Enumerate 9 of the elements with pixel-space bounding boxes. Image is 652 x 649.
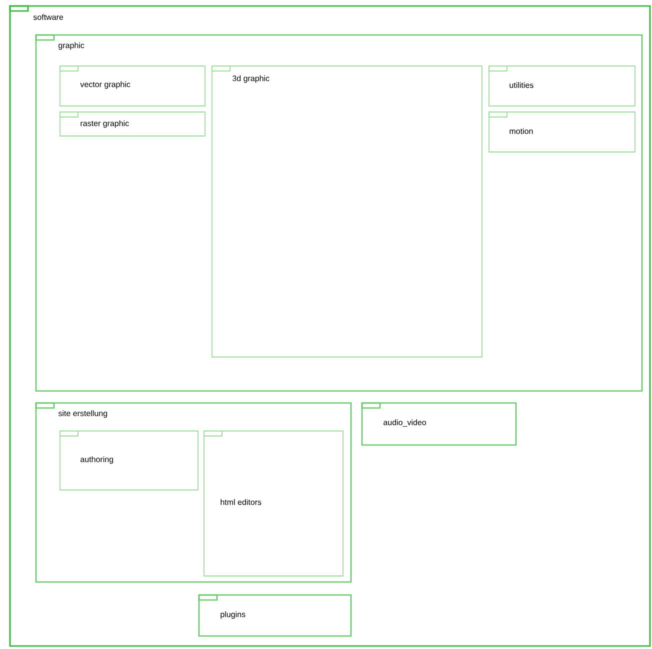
folder-box: vector graphic (60, 66, 206, 106)
folder-box: 3d graphic (212, 66, 482, 358)
folder-box: audio_video (361, 402, 517, 446)
folder-box: authoring (60, 430, 198, 490)
folder-box: raster graphic (60, 112, 206, 136)
folder-box: utilities (488, 66, 636, 106)
folder-box: html editors (204, 430, 344, 576)
folder-box: motion (488, 112, 636, 152)
folder-box: plugins (198, 594, 352, 637)
